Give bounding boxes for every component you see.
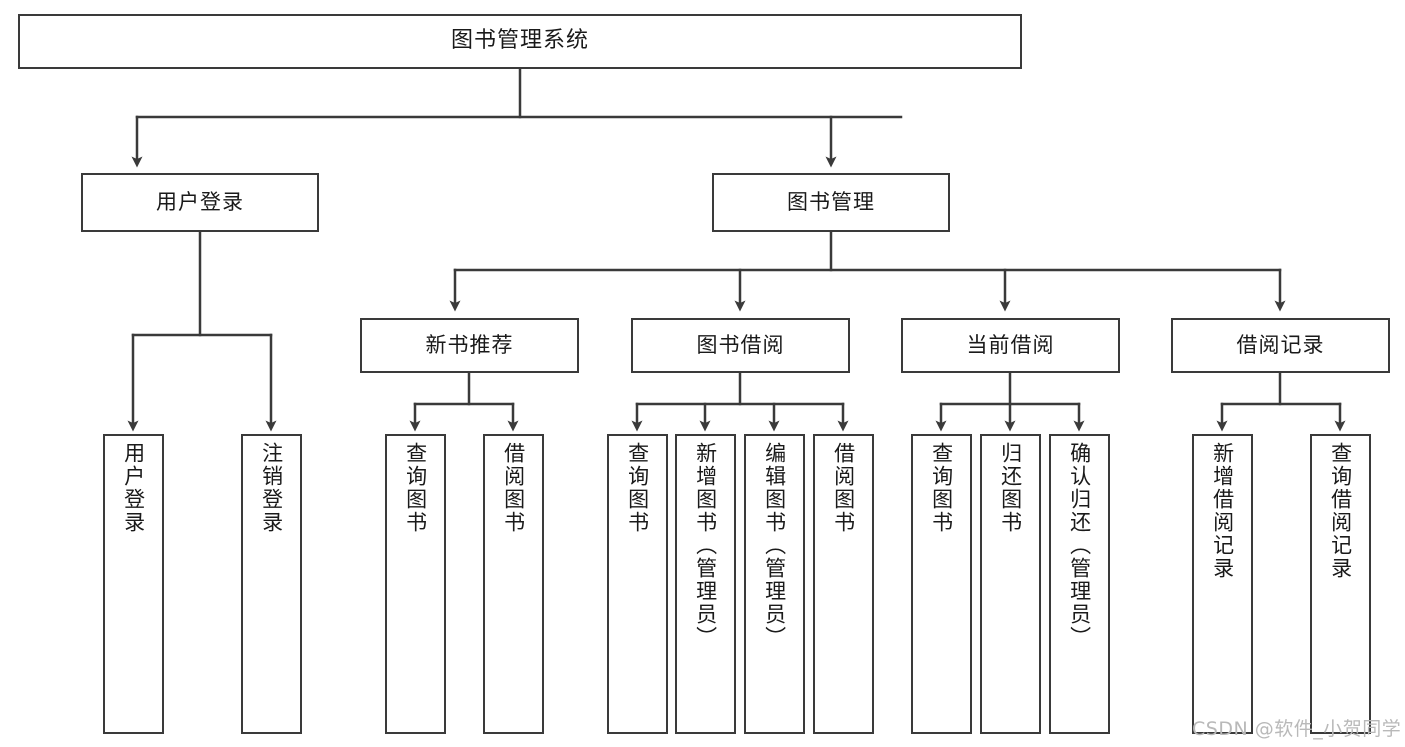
- node-label: 归还图书: [998, 442, 1023, 534]
- leaf-query-borrow-record[interactable]: 查询借阅记录: [1310, 434, 1371, 734]
- node-label: 图书管理系统: [450, 28, 589, 54]
- node-label: 新增借阅记录: [1210, 442, 1235, 580]
- leaf-query-books-recommend[interactable]: 查询图书: [385, 434, 446, 734]
- node-book-borrowing[interactable]: 图书借阅: [631, 318, 850, 373]
- leaf-query-books-borrow[interactable]: 查询图书: [607, 434, 668, 734]
- node-root-library-management-system[interactable]: 图书管理系统: [18, 14, 1022, 69]
- node-label: 注销登录: [259, 442, 284, 534]
- node-label: 借阅记录: [1236, 332, 1325, 357]
- node-book-management[interactable]: 图书管理: [712, 173, 950, 232]
- node-label: 查询图书: [929, 442, 954, 534]
- node-label: 查询借阅记录: [1328, 442, 1353, 580]
- node-label: 新增图书（管理员）: [693, 442, 718, 649]
- node-label: 确认归还（管理员）: [1067, 442, 1092, 649]
- node-label: 用户登录: [156, 189, 244, 214]
- leaf-confirm-return-admin[interactable]: 确认归还（管理员）: [1049, 434, 1110, 734]
- leaf-borrow-books-recommend[interactable]: 借阅图书: [483, 434, 544, 734]
- node-label: 借阅图书: [831, 442, 856, 534]
- node-label: 查询图书: [625, 442, 650, 534]
- node-label: 编辑图书（管理员）: [762, 442, 787, 649]
- node-label: 用户登录: [121, 442, 146, 534]
- leaf-user-login[interactable]: 用户登录: [103, 434, 164, 734]
- leaf-edit-book-admin[interactable]: 编辑图书（管理员）: [744, 434, 805, 734]
- watermark-text: CSDN @软件_小贺同学: [1192, 718, 1402, 740]
- leaf-logout[interactable]: 注销登录: [241, 434, 302, 734]
- node-current-borrowing[interactable]: 当前借阅: [901, 318, 1120, 373]
- node-label: 查询图书: [403, 442, 428, 534]
- node-label: 图书管理: [787, 189, 875, 214]
- leaf-borrow-books[interactable]: 借阅图书: [813, 434, 874, 734]
- leaf-return-books[interactable]: 归还图书: [980, 434, 1041, 734]
- node-label: 图书借阅: [696, 332, 785, 357]
- node-borrowing-records[interactable]: 借阅记录: [1171, 318, 1390, 373]
- node-label: 借阅图书: [501, 442, 526, 534]
- leaf-query-books-current[interactable]: 查询图书: [911, 434, 972, 734]
- leaf-add-borrow-record[interactable]: 新增借阅记录: [1192, 434, 1253, 734]
- node-label: 当前借阅: [966, 332, 1055, 357]
- node-label: 新书推荐: [425, 332, 514, 357]
- node-user-login[interactable]: 用户登录: [81, 173, 319, 232]
- leaf-add-book-admin[interactable]: 新增图书（管理员）: [675, 434, 736, 734]
- node-new-book-recommendation[interactable]: 新书推荐: [360, 318, 579, 373]
